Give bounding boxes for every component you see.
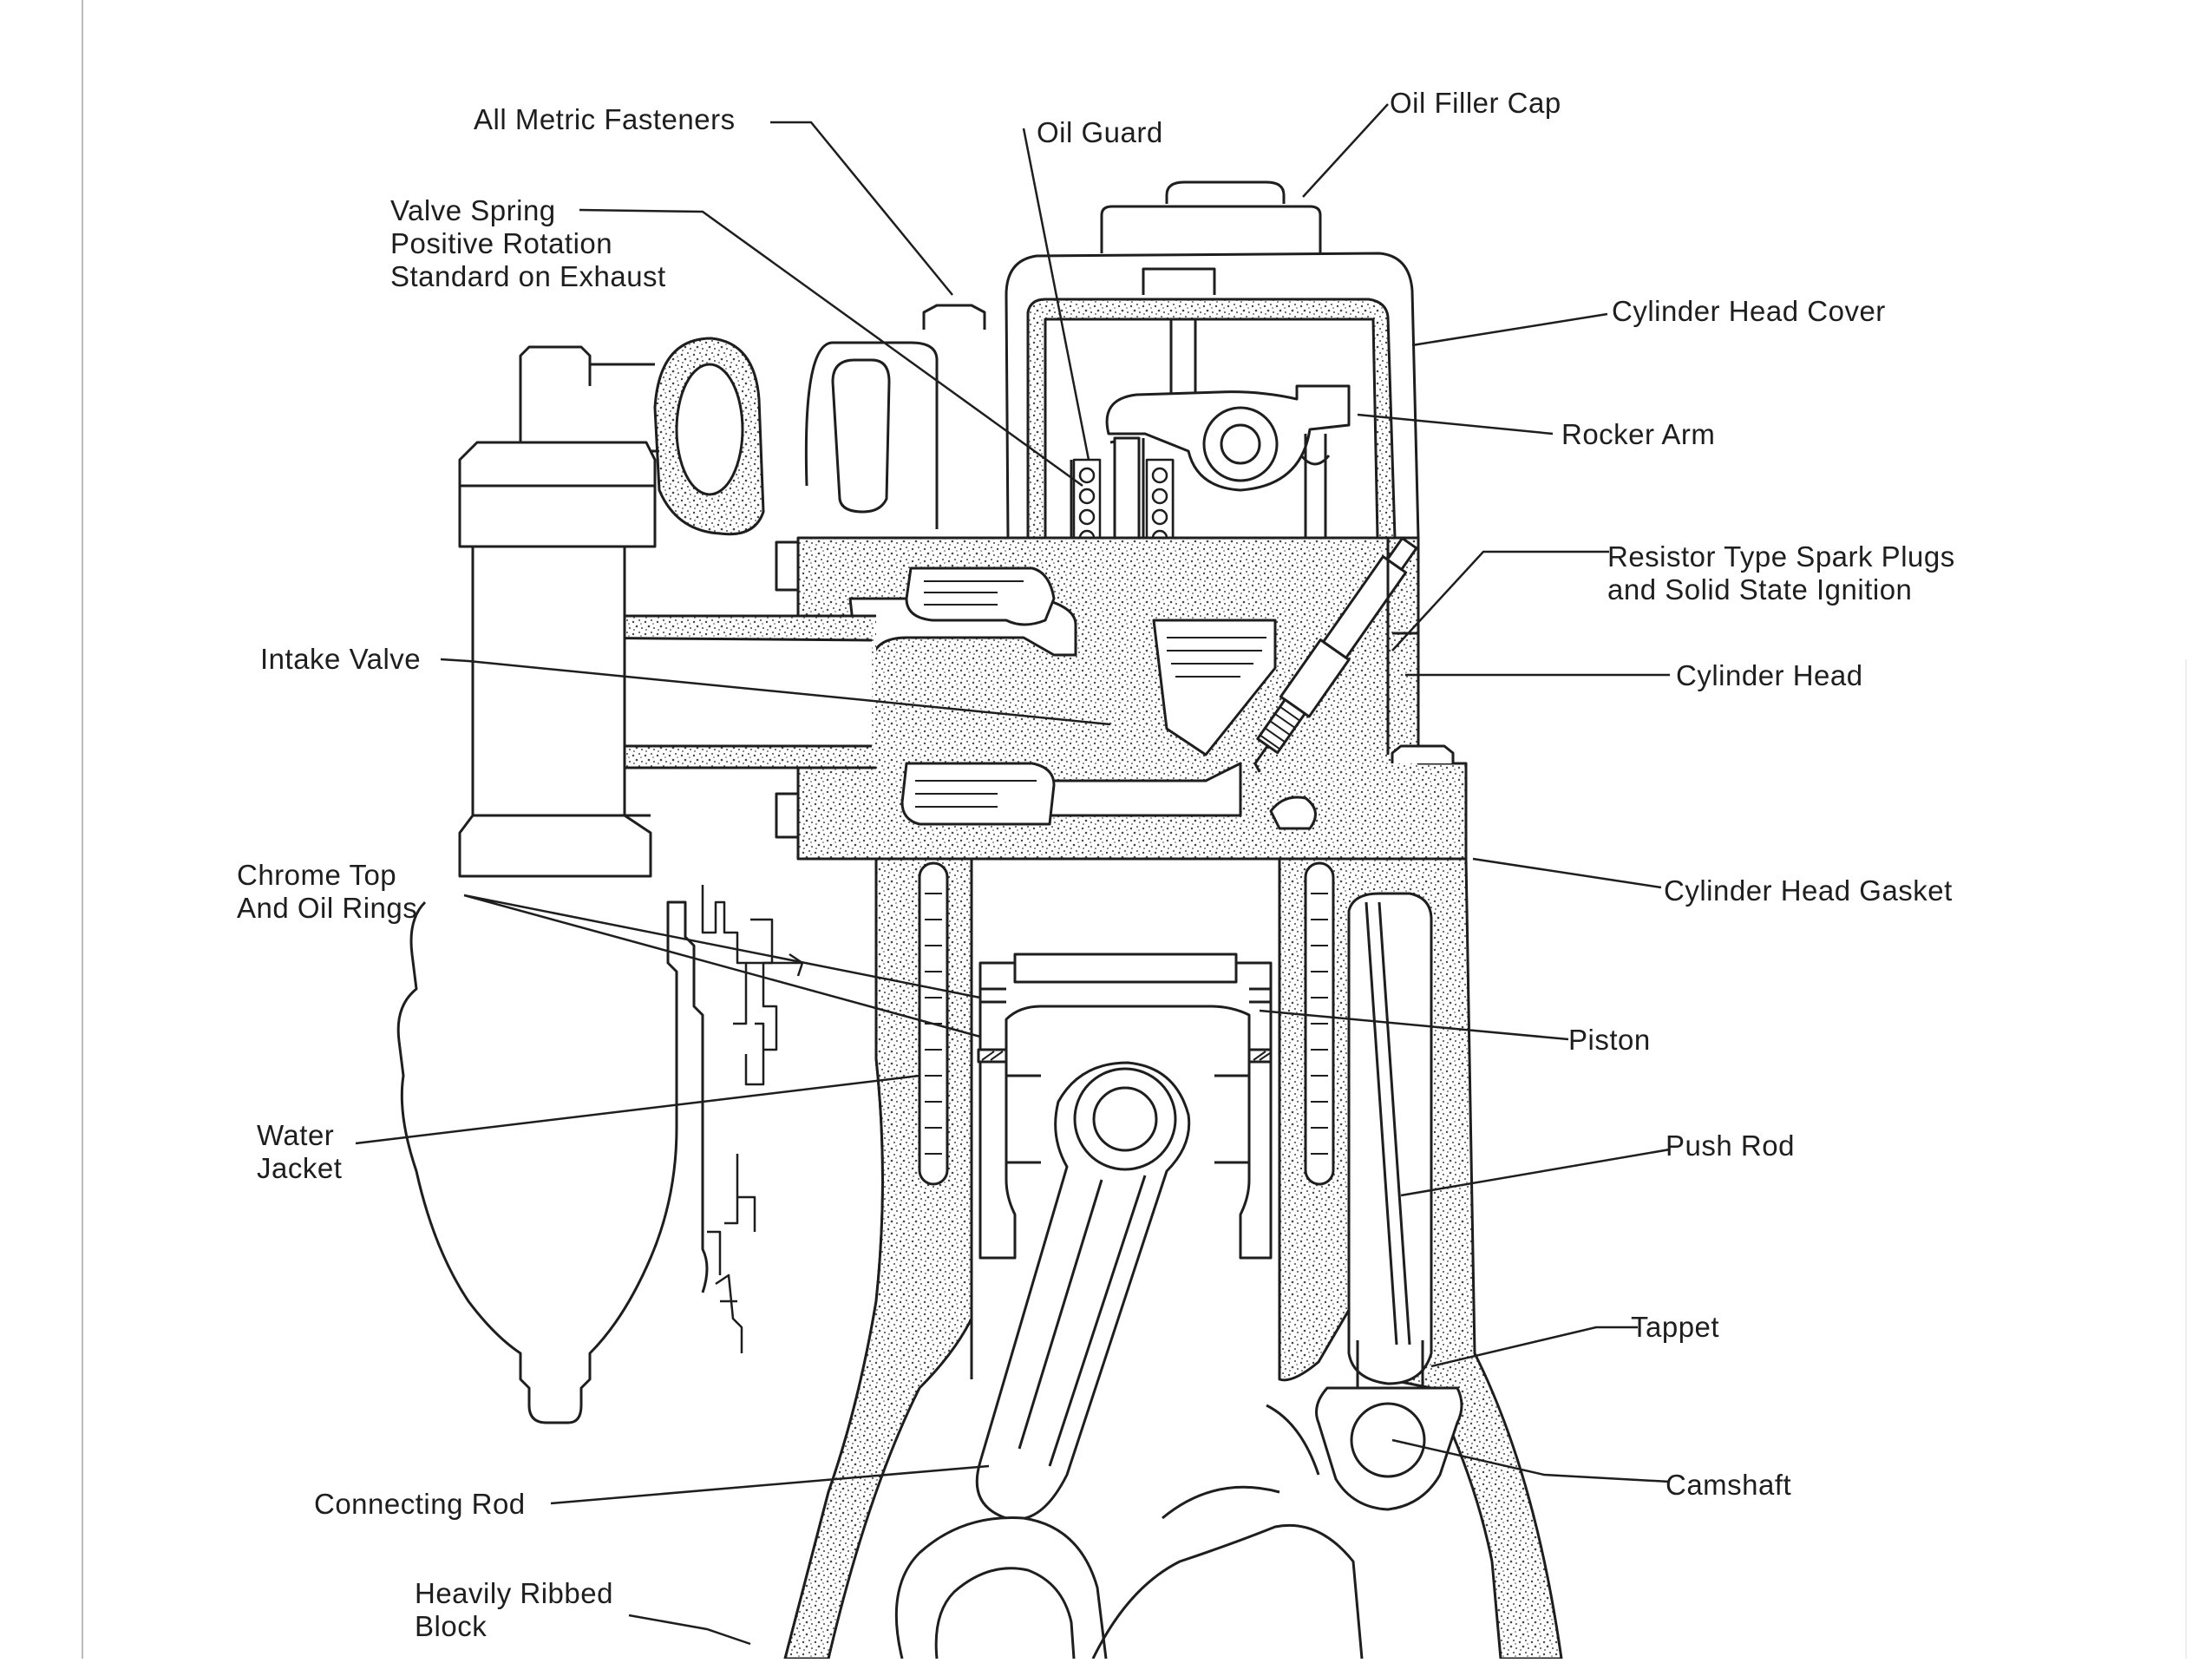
leader-valve-spring: [579, 208, 1083, 488]
exhaust-outlet-slot: [831, 358, 891, 514]
label-valve-spring-line2: Positive Rotation: [390, 227, 613, 259]
oil-ring-hatch: [981, 1051, 1271, 1061]
label-water-jacket-line2: Jacket: [257, 1152, 343, 1184]
label-water-jacket-line1: Water: [257, 1119, 335, 1151]
connecting-rod-web: [1018, 1175, 1147, 1467]
label-rocker-arm: Rocker Arm: [1561, 418, 1716, 450]
connecting-rod: [975, 1061, 1191, 1521]
water-jacket-right-lines: [1311, 893, 1328, 1155]
head-outer-bolt-lower: [775, 792, 800, 839]
leader-cylinder-head-gasket: [1472, 857, 1662, 889]
water-level-lines-pocket: [1167, 637, 1266, 678]
label-cylinder-head: Cylinder Head: [1676, 659, 1863, 691]
leader-oil-guard: [1022, 128, 1090, 461]
head-right-bolt: [1391, 744, 1455, 763]
camshaft-lobe: [1350, 1402, 1426, 1478]
head-right-wall: [1386, 538, 1420, 755]
label-tappet: Tappet: [1631, 1311, 1720, 1343]
push-rod: [1365, 901, 1398, 1345]
rocker-adjuster: [1299, 434, 1331, 538]
oil-filter-outline: [396, 900, 678, 1424]
leader-intake-valve: [440, 658, 1111, 726]
label-push-rod: Push Rod: [1666, 1129, 1795, 1162]
label-camshaft: Camshaft: [1666, 1469, 1792, 1501]
water-level-lines-lower: [915, 780, 1037, 808]
leader-all-metric-fasteners: [770, 121, 953, 296]
cover-bolt: [1142, 267, 1216, 295]
leader-connecting-rod: [550, 1464, 990, 1505]
wrist-pin-inner: [1092, 1086, 1158, 1152]
piston: [978, 961, 1273, 1260]
label-valve-spring-line1: Valve Spring: [390, 194, 556, 226]
distributor-details: [701, 885, 804, 1353]
push-rod-tunnel: [1347, 892, 1433, 1385]
label-connecting-rod: Connecting Rod: [314, 1488, 526, 1520]
leader-camshaft: [1391, 1438, 1671, 1483]
label-piston: Piston: [1568, 1024, 1651, 1056]
label-all-metric-fasteners: All Metric Fasteners: [474, 103, 736, 135]
air-cleaner-bolt: [519, 345, 592, 386]
label-chrome-top-line1: Chrome Top: [237, 859, 397, 891]
spark-plug: [1253, 536, 1418, 773]
distributor-outline: [666, 900, 709, 1293]
label-spark-plugs-line1: Resistor Type Spark Plugs: [1607, 540, 1955, 573]
cover-cap-base: [1100, 205, 1322, 253]
label-oil-filler-cap: Oil Filler Cap: [1390, 87, 1561, 119]
crankcase-web: [1162, 1404, 1320, 1520]
leader-oil-filler-cap: [1302, 103, 1389, 198]
leader-push-rod: [1400, 1148, 1671, 1197]
label-oil-guard: Oil Guard: [1037, 116, 1163, 148]
label-ribbed-block-line2: Block: [415, 1610, 488, 1642]
leader-chrome-top: [463, 894, 981, 1038]
leader-water-jacket: [355, 1074, 920, 1145]
crank-end-inner: [934, 1567, 1076, 1660]
oil-filler-cap: [1165, 180, 1286, 204]
water-level-lines-upper: [924, 580, 1024, 606]
accessory-housing-top: [458, 441, 657, 486]
leader-cylinder-head-cover: [1411, 312, 1608, 347]
leader-piston: [1259, 1009, 1569, 1041]
label-intake-valve: Intake Valve: [260, 643, 422, 675]
rocker-pivot-inner: [1220, 423, 1261, 465]
leader-lines: [355, 103, 1671, 1646]
tappet-body: [1356, 1340, 1424, 1388]
spark-plug-boss: [1269, 795, 1317, 830]
leader-tappet: [1430, 1326, 1638, 1368]
label-valve-spring-line3: Standard on Exhaust: [390, 260, 666, 292]
label-cylinder-head-gasket: Cylinder Head Gasket: [1664, 874, 1953, 907]
cylinder-head-cover: [1005, 252, 1420, 539]
leader-ribbed-block: [628, 1614, 751, 1646]
water-pocket-wedge: [1152, 619, 1277, 756]
head-outer-bolt-upper: [775, 540, 800, 592]
piston-skirt-detail: [1006, 1074, 1249, 1164]
cylinder-bore: [970, 859, 1281, 1379]
leader-spark-plugs: [1391, 550, 1609, 651]
label-cylinder-head-cover: Cylinder Head Cover: [1612, 295, 1886, 327]
label-ribbed-block-line1: Heavily Ribbed: [415, 1577, 613, 1609]
exhaust-port: [675, 363, 744, 496]
water-passage-upper: [905, 566, 1056, 626]
water-jacket-left-lines: [925, 893, 942, 1155]
cover-left-bolt: [922, 304, 986, 330]
label-spark-plugs-line2: and Solid State Ignition: [1607, 573, 1913, 606]
accessory-housing: [458, 484, 657, 878]
crank-cheek: [1091, 1523, 1364, 1660]
leader-rocker-arm: [1357, 413, 1554, 435]
piston-crown-recess: [1013, 953, 1238, 984]
label-chrome-top-line2: And Oil Rings: [237, 892, 418, 924]
